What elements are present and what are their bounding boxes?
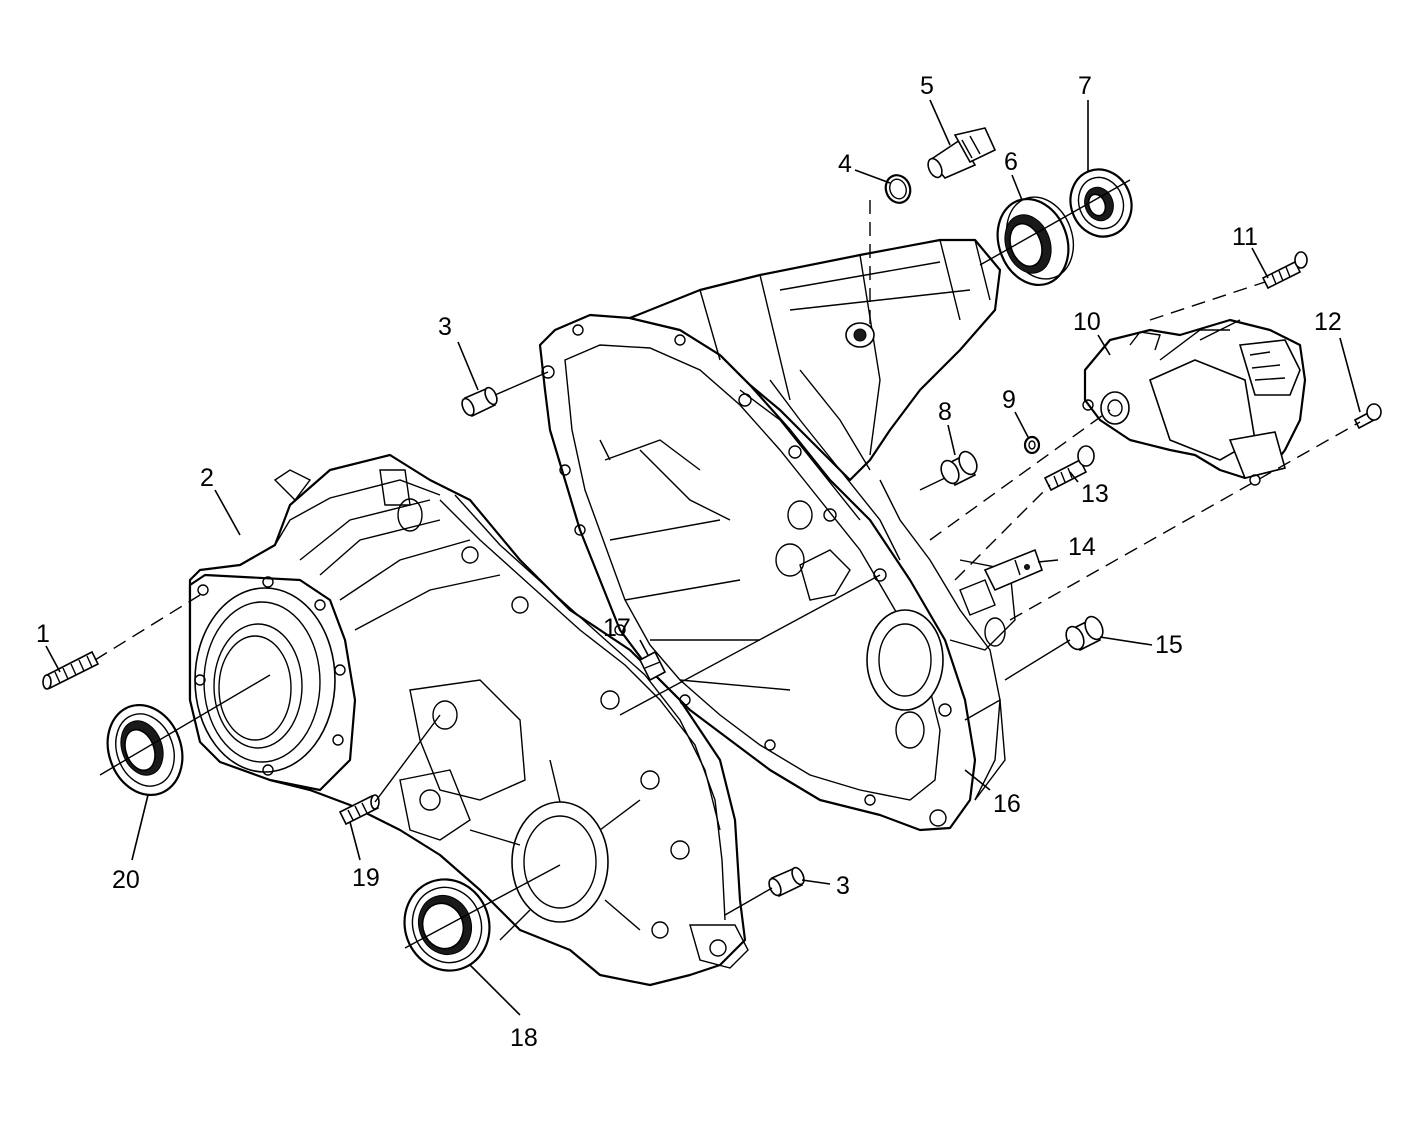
callout-5: 5 xyxy=(920,72,934,100)
plug-15 xyxy=(1065,615,1104,652)
washer-9 xyxy=(1023,435,1041,455)
rear-case-half xyxy=(538,238,1016,832)
callout-12: 12 xyxy=(1314,308,1342,336)
callout-8: 8 xyxy=(938,398,952,426)
callout-3-lower: 3 xyxy=(836,872,850,900)
callout-14: 14 xyxy=(1068,533,1096,561)
bushing-8 xyxy=(940,450,978,487)
bolt-12 xyxy=(1353,403,1382,430)
callout-2: 2 xyxy=(200,464,214,492)
callout-19: 19 xyxy=(352,864,380,892)
callout-15: 15 xyxy=(1155,631,1183,659)
callout-16: 16 xyxy=(993,790,1021,818)
sensor-5 xyxy=(927,127,997,179)
seal-20 xyxy=(106,703,184,797)
leader-lines xyxy=(45,99,1361,1016)
callout-17: 17 xyxy=(603,614,631,642)
callout-3-upper: 3 xyxy=(438,313,452,341)
callout-labels: 1 2 3 3 4 5 6 7 8 9 10 11 12 13 14 15 16… xyxy=(36,72,1342,1052)
actuator-motor-10 xyxy=(1082,318,1307,486)
dowel-3-upper xyxy=(461,386,498,418)
callout-9: 9 xyxy=(1002,386,1016,414)
stud-1 xyxy=(42,650,100,690)
dowel-3-lower xyxy=(768,866,805,898)
callout-10: 10 xyxy=(1073,308,1101,336)
bearing-7 xyxy=(1069,168,1133,238)
front-case-half xyxy=(188,453,749,987)
clip-17 xyxy=(638,650,667,682)
bolt-11 xyxy=(1261,251,1308,290)
callout-6: 6 xyxy=(1004,148,1018,176)
plug-19 xyxy=(338,794,380,826)
callout-11: 11 xyxy=(1232,223,1258,251)
callout-1: 1 xyxy=(36,620,50,648)
assembly-centerlines xyxy=(94,179,1361,949)
callout-18: 18 xyxy=(510,1024,538,1052)
callout-20: 20 xyxy=(112,866,140,894)
o-ring-4 xyxy=(884,174,912,204)
callout-7: 7 xyxy=(1078,72,1092,100)
connector-14 xyxy=(959,548,1044,616)
callout-13: 13 xyxy=(1081,480,1109,508)
callout-4: 4 xyxy=(838,150,852,178)
